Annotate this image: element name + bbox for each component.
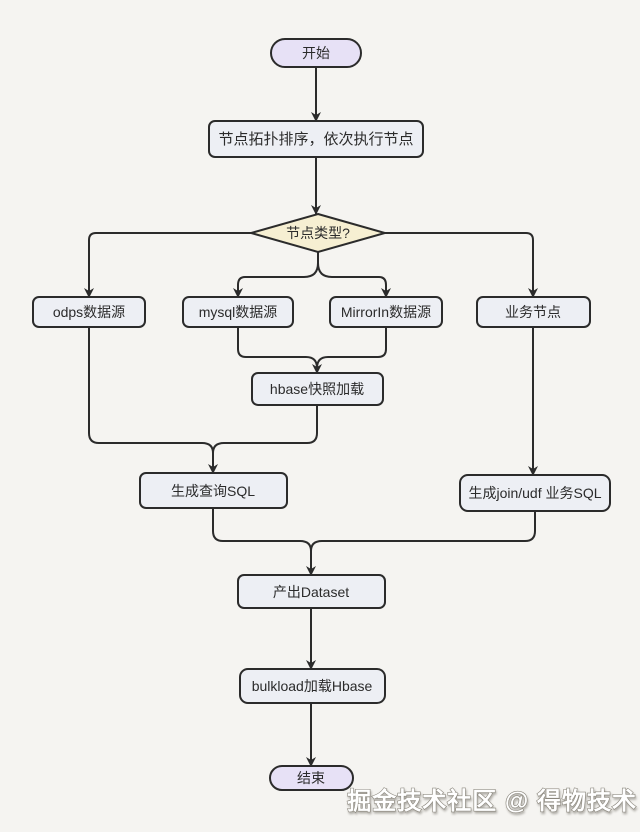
edge-joinsql-to-dataset xyxy=(310,511,536,552)
edge-odps-to-querysql xyxy=(88,327,218,474)
node-odps-label: odps数据源 xyxy=(53,304,125,320)
node-end xyxy=(269,765,354,791)
node-business xyxy=(476,296,591,328)
node-end-label: 结束 xyxy=(297,770,325,786)
edge-decision-to-odps xyxy=(84,232,252,298)
node-mirrorin xyxy=(329,296,443,328)
edge-mysql-to-hbase xyxy=(237,327,322,374)
edge-decision-to-mysql xyxy=(233,262,319,298)
edge-decision-to-mirrorin xyxy=(317,262,391,298)
node-dataset-label: 产出Dataset xyxy=(273,584,349,600)
watermark: 掘金技术社区 @ 得物技术 xyxy=(347,787,637,815)
node-mysql xyxy=(182,296,294,328)
node-join-udf-sql-label: 生成join/udf 业务SQL xyxy=(468,485,601,501)
node-start-label: 开始 xyxy=(302,45,330,61)
edge-querysql-to-dataset xyxy=(212,508,316,576)
node-labels: 开始 节点拓扑排序，依次执行节点 节点类型? odps数据源 mysql数据源 … xyxy=(53,45,602,786)
node-topo-sort-label: 节点拓扑排序，依次执行节点 xyxy=(218,131,413,148)
node-hbase-snapshot xyxy=(251,372,384,406)
edge-decision-to-business xyxy=(385,232,538,298)
node-dataset xyxy=(237,574,386,609)
node-node-type-label: 节点类型? xyxy=(286,225,350,241)
node-topo-sort xyxy=(208,120,424,158)
edge-hbase-to-querysql xyxy=(212,405,318,454)
node-start xyxy=(270,38,362,68)
node-join-udf-sql xyxy=(459,474,611,512)
node-query-sql-label: 生成查询SQL xyxy=(171,483,255,499)
node-bulkload-label: bulkload加载Hbase xyxy=(252,678,373,694)
node-hbase-snapshot-label: hbase快照加载 xyxy=(270,381,364,397)
node-business-label: 业务节点 xyxy=(505,304,561,320)
node-query-sql xyxy=(139,472,288,509)
node-mirrorin-label: MirrorIn数据源 xyxy=(341,304,431,320)
node-bulkload xyxy=(239,668,386,704)
node-mysql-label: mysql数据源 xyxy=(199,304,278,320)
edges xyxy=(84,67,538,767)
nodes xyxy=(32,38,611,791)
edge-mirrorin-to-hbase xyxy=(316,327,387,369)
node-node-type-decision xyxy=(247,212,389,254)
node-odps xyxy=(32,296,146,328)
